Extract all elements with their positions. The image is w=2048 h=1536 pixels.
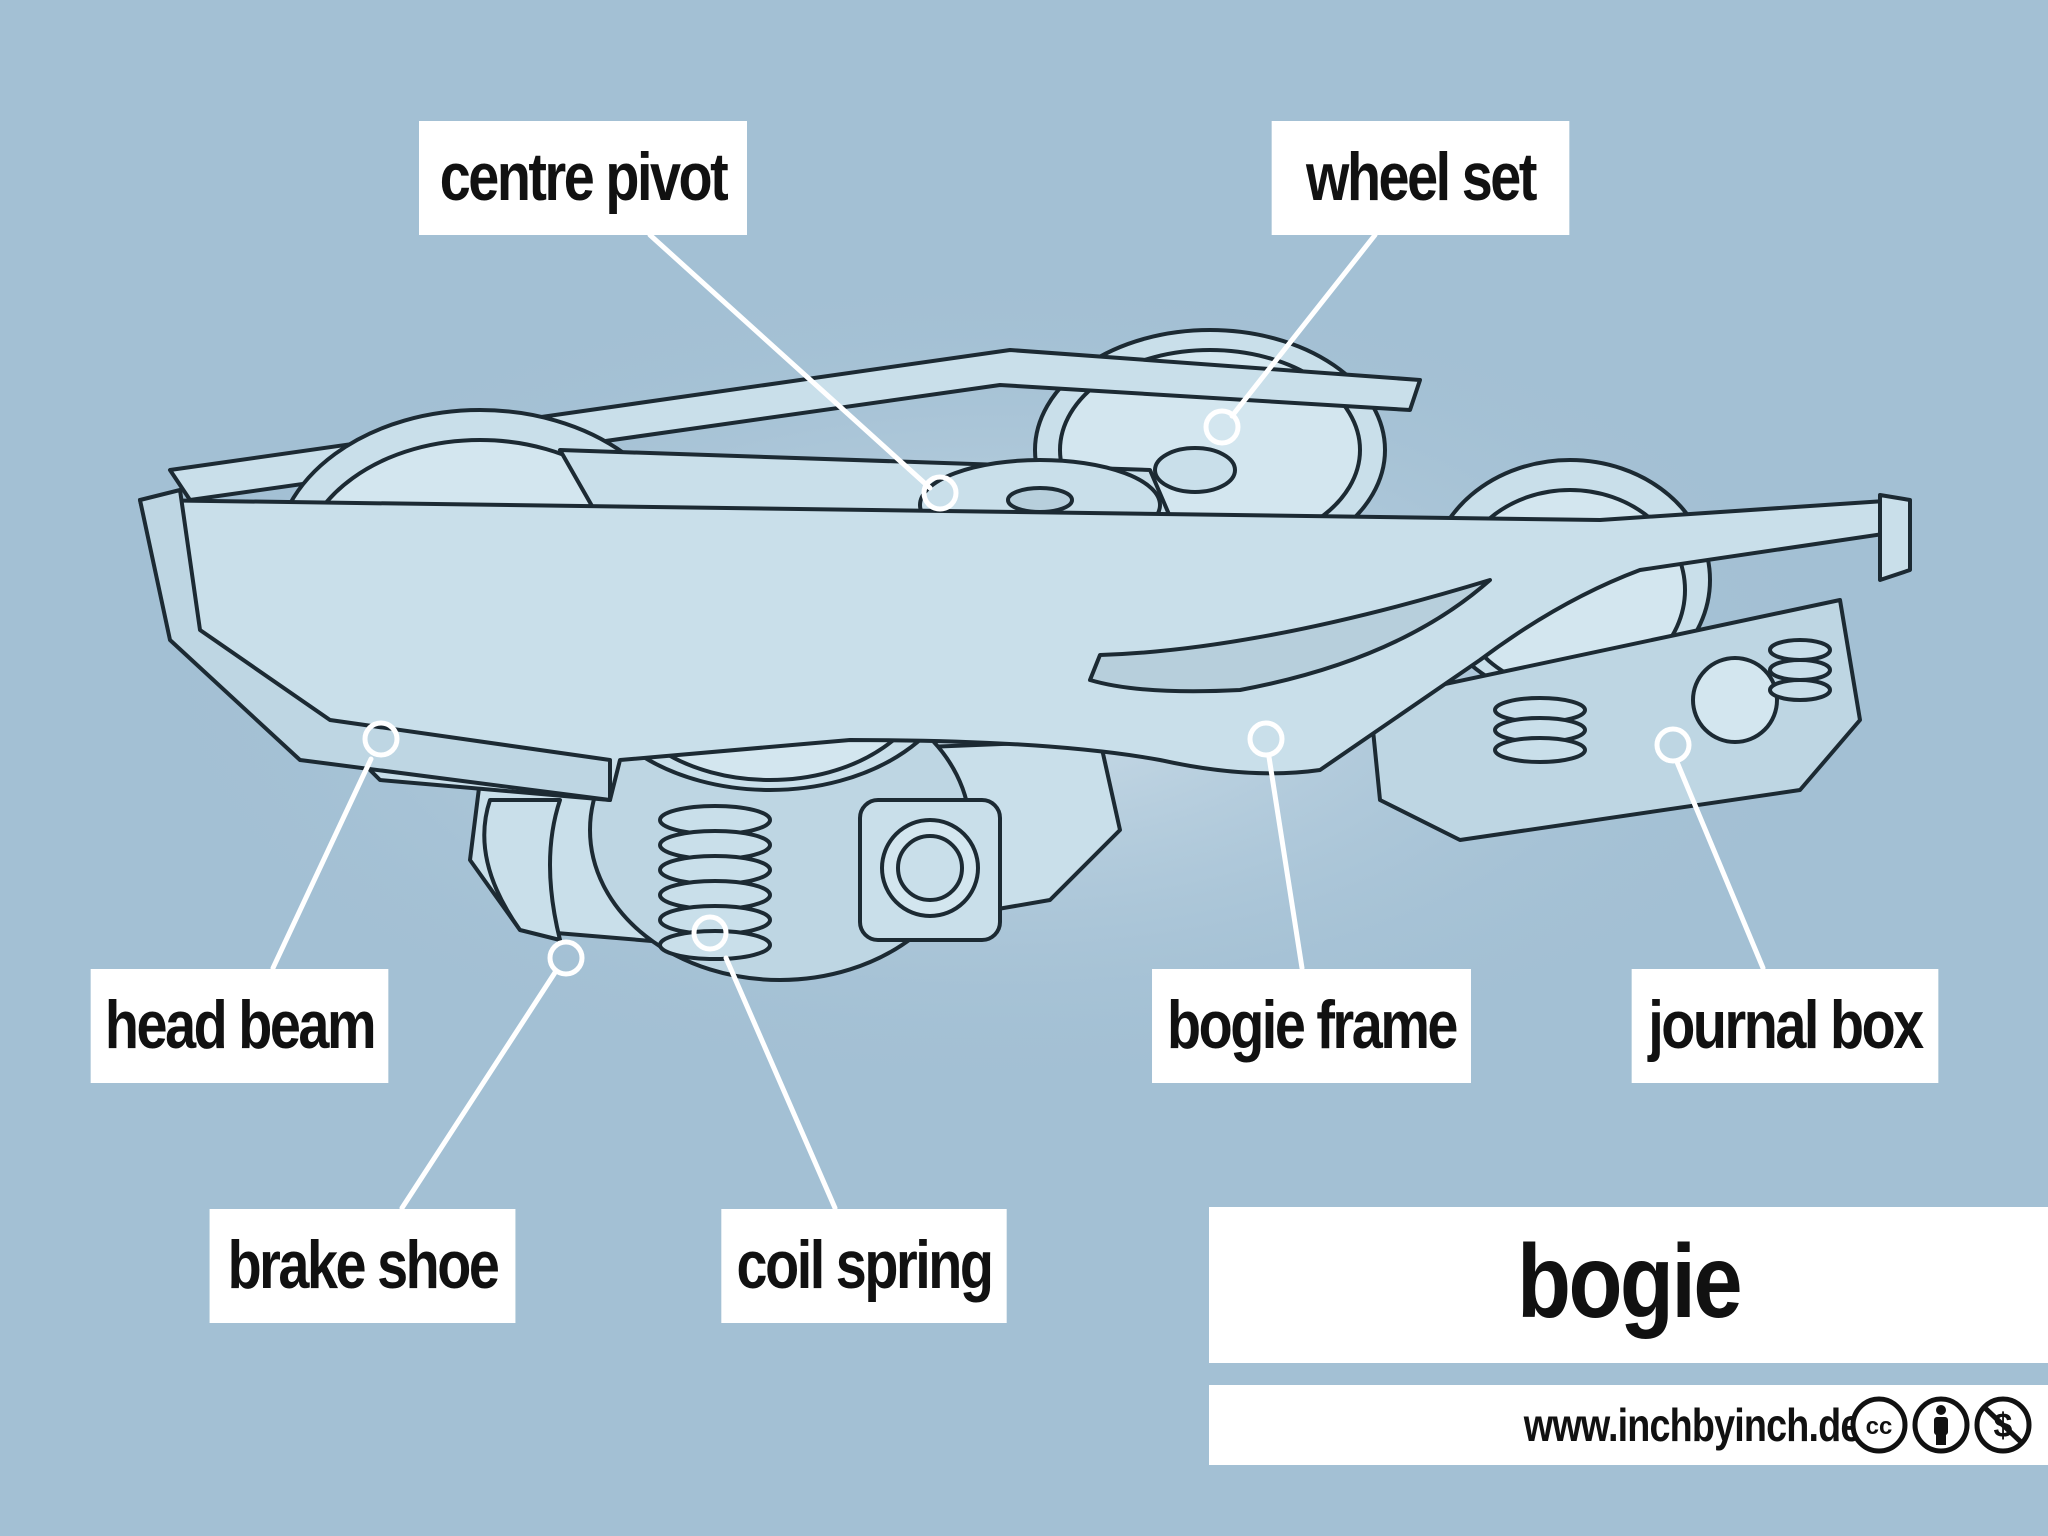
centre-pivot-marker bbox=[921, 474, 959, 512]
journal-box-marker bbox=[1654, 726, 1692, 764]
label-centre-pivot: centre pivot bbox=[419, 121, 747, 235]
credit-bar: www.inchbyinch.de cc $ bbox=[1209, 1385, 2048, 1465]
svg-text:cc: cc bbox=[1866, 1413, 1893, 1440]
label-bogie-frame: bogie frame bbox=[1152, 969, 1471, 1083]
label-wheel-set: wheel set bbox=[1271, 121, 1570, 235]
title-box: bogie bbox=[1209, 1207, 2048, 1363]
website-link[interactable]: www.inchbyinch.de bbox=[1523, 1399, 1862, 1451]
label-journal-box: journal box bbox=[1631, 969, 1939, 1083]
coil-spring-drawing bbox=[658, 804, 772, 961]
brake-shoe-marker bbox=[547, 939, 585, 977]
page-title: bogie bbox=[1517, 1224, 1743, 1340]
label-brake-shoe: brake shoe bbox=[209, 1209, 516, 1323]
head-beam-marker bbox=[362, 720, 400, 758]
coil-spring-marker bbox=[691, 914, 729, 952]
cc-icon bbox=[1850, 1396, 1908, 1454]
bogie-frame-marker bbox=[1247, 720, 1285, 758]
license-badges: cc $ bbox=[1850, 1396, 2032, 1454]
wheel-set-marker bbox=[1203, 408, 1241, 446]
label-coil-spring: coil spring bbox=[721, 1209, 1007, 1323]
label-head-beam: head beam bbox=[90, 969, 389, 1083]
